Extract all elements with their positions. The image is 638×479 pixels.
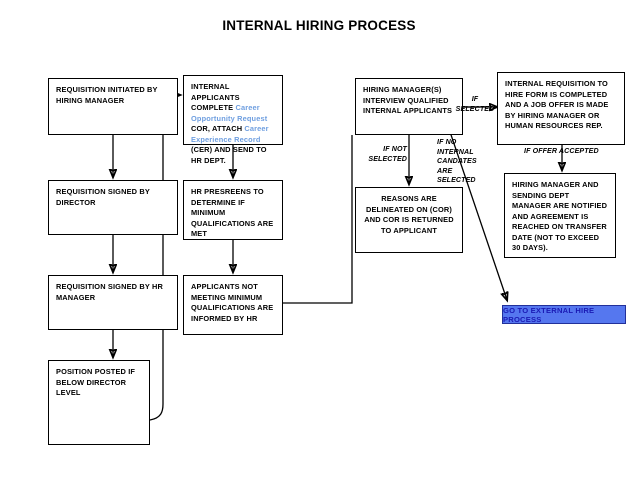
career-opportunity-request-link[interactable]: Career Opportunity Request (191, 103, 268, 123)
label-if-offer-accepted: IF OFFER ACCEPTED (524, 147, 599, 155)
label-if-no-internal-candidates: IF NO INTERNAL CANDATES ARE SELECTED (437, 138, 477, 184)
internal-applicants-text-1: INTERNAL APPLICANTS COMPLETE (191, 82, 240, 113)
internal-applicants-text-2: COR, ATTACH (191, 124, 245, 134)
wire-notmeeting-to-interview (283, 135, 353, 304)
label-if-not-selected: IF NOT SELECTED (368, 145, 407, 163)
go-to-external-hire-process-button[interactable]: GO TO EXTERNAL HIRE PROCESS (502, 305, 626, 324)
box-requisition-signed-hr[interactable]: REQUISITION SIGNED BY HR MANAGER (48, 275, 178, 330)
page-title: INTERNAL HIRING PROCESS (222, 18, 416, 33)
box-position-posted[interactable]: POSITION POSTED IF BELOW DIRECTOR LEVEL (48, 360, 150, 445)
box-requisition-initiated[interactable]: REQUISITION INITIATED BY HIRING MANAGER (48, 78, 178, 135)
box-reasons-delineated[interactable]: REASONS ARE DELINEATED ON (COR) AND COR … (355, 187, 463, 253)
label-if-selected: IF SELECTED (455, 95, 495, 113)
box-internal-requisition-hire[interactable]: INTERNAL REQUISITION TO HIRE FORM IS COM… (497, 72, 625, 145)
box-hiring-manager-interview[interactable]: HIRING MANAGER(S) INTERVIEW QUALIFIED IN… (355, 78, 463, 135)
box-hr-prescreens[interactable]: HR PRESREENS TO DETERMINE IF MINIMUM QUA… (183, 180, 283, 240)
box-requisition-signed-director[interactable]: REQUISITION SIGNED BY DIRECTOR (48, 180, 178, 235)
box-hiring-manager-notified[interactable]: HIRING MANAGER AND SENDING DEPT MANAGER … (504, 173, 616, 258)
internal-applicants-text-3: (CER) AND SEND TO HR DEPT. (191, 145, 267, 165)
box-applicants-not-meeting[interactable]: APPLICANTS NOT MEETING MINIMUM QUALIFICA… (183, 275, 283, 335)
career-experience-record-link[interactable]: Career Experience Record (191, 124, 269, 144)
wire-posted-to-applicants (149, 95, 180, 421)
wire-nocandidates-to-external (446, 122, 507, 300)
box-internal-applicants[interactable]: INTERNAL APPLICANTS COMPLETE Career Oppo… (183, 75, 283, 165)
